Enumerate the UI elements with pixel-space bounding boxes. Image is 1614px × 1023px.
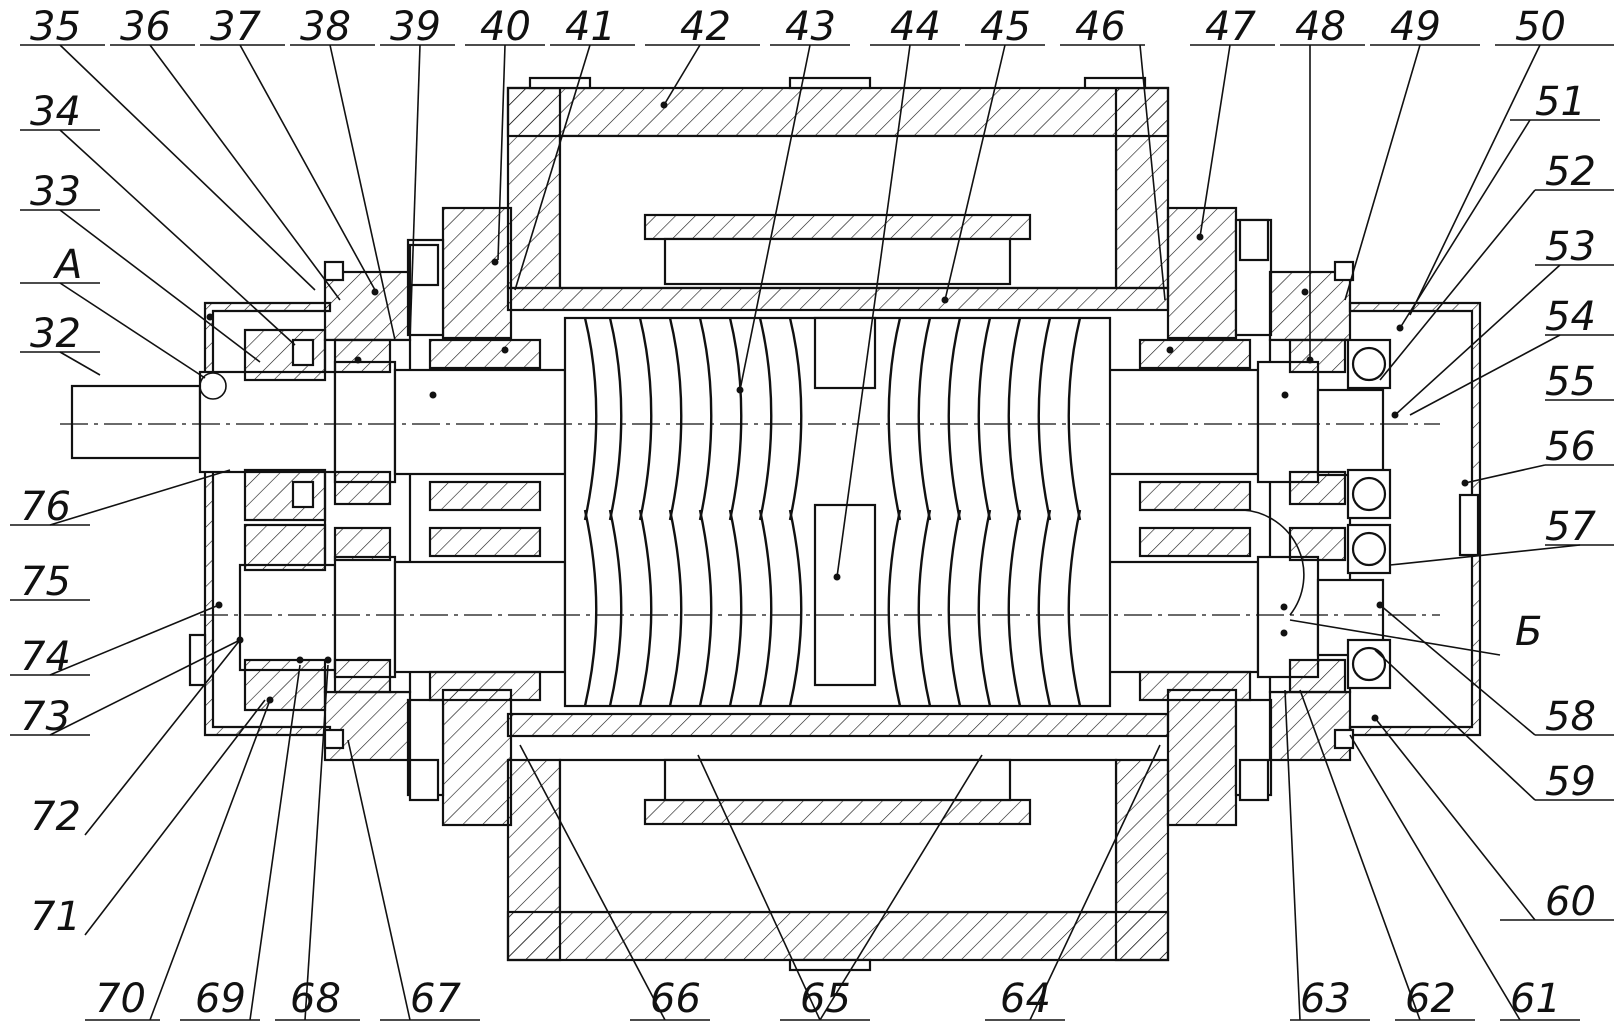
label-36: 36	[120, 4, 171, 50]
label-35: 35	[30, 4, 81, 50]
label-58: 58	[1545, 694, 1596, 740]
label-48: 48	[1295, 4, 1346, 50]
label-57: 57	[1545, 504, 1596, 550]
label-39: 39	[390, 4, 441, 50]
label-61: 61	[1510, 976, 1561, 1022]
label-33: 33	[30, 169, 81, 215]
label-64: 64	[1000, 976, 1051, 1022]
label-54: 54	[1545, 294, 1596, 340]
label-66: 66	[650, 976, 701, 1022]
label-70: 70	[95, 976, 146, 1022]
label-76: 76	[20, 484, 71, 530]
label-74: 74	[20, 634, 71, 680]
label-49: 49	[1390, 4, 1441, 50]
label-B: Б	[1515, 609, 1542, 655]
label-59: 59	[1545, 759, 1596, 805]
label-73: 73	[20, 694, 71, 740]
label-50: 50	[1515, 4, 1566, 50]
label-45: 45	[980, 4, 1031, 50]
tube	[506, 286, 1170, 738]
label-72: 72	[30, 794, 81, 840]
label-A: А	[52, 242, 82, 288]
label-56: 56	[1545, 424, 1596, 470]
label-63: 63	[1300, 976, 1351, 1022]
gears	[243, 328, 327, 712]
label-43: 43	[785, 4, 836, 50]
bearings	[333, 338, 1392, 702]
augers	[563, 316, 1112, 708]
auger-flights	[583, 317, 1082, 707]
label-42: 42	[680, 4, 731, 50]
label-69: 69	[195, 976, 246, 1022]
label-62: 62	[1405, 976, 1456, 1022]
labels-bottom: 70 69 68 67 66 65 64 63 62 61	[95, 976, 1561, 1022]
labels-top: 35 36 37 38 39 40 41 42 43 44 45 46 47 4…	[30, 4, 1566, 50]
housing-frame	[506, 76, 1170, 972]
label-32: 32	[30, 311, 81, 357]
labels-right: 51 52 53 54 55 56 57 Б 58 59 60	[1515, 79, 1596, 925]
label-68: 68	[290, 976, 341, 1022]
label-53: 53	[1545, 224, 1596, 270]
label-52: 52	[1545, 149, 1596, 195]
label-40: 40	[480, 4, 531, 50]
shafts	[70, 360, 1385, 679]
labels-left: 34 33 А 32 76 75 74 73 72 71	[20, 89, 82, 940]
label-46: 46	[1075, 4, 1126, 50]
centre-lines	[60, 423, 1440, 616]
label-34: 34	[30, 89, 81, 135]
label-37: 37	[210, 4, 261, 50]
label-67: 67	[410, 976, 461, 1022]
label-38: 38	[300, 4, 351, 50]
label-44: 44	[890, 4, 941, 50]
detail-circles	[199, 372, 1305, 616]
label-60: 60	[1545, 879, 1596, 925]
reference-dots	[206, 101, 1469, 722]
label-65: 65	[800, 976, 851, 1022]
covers	[188, 301, 1482, 737]
label-41: 41	[565, 4, 616, 50]
label-47: 47	[1205, 4, 1256, 50]
label-75: 75	[20, 559, 71, 605]
bolts	[323, 218, 1355, 802]
label-55: 55	[1545, 359, 1596, 405]
label-51: 51	[1535, 79, 1586, 125]
leader-lines	[10, 44, 1614, 1021]
label-71: 71	[30, 894, 81, 940]
